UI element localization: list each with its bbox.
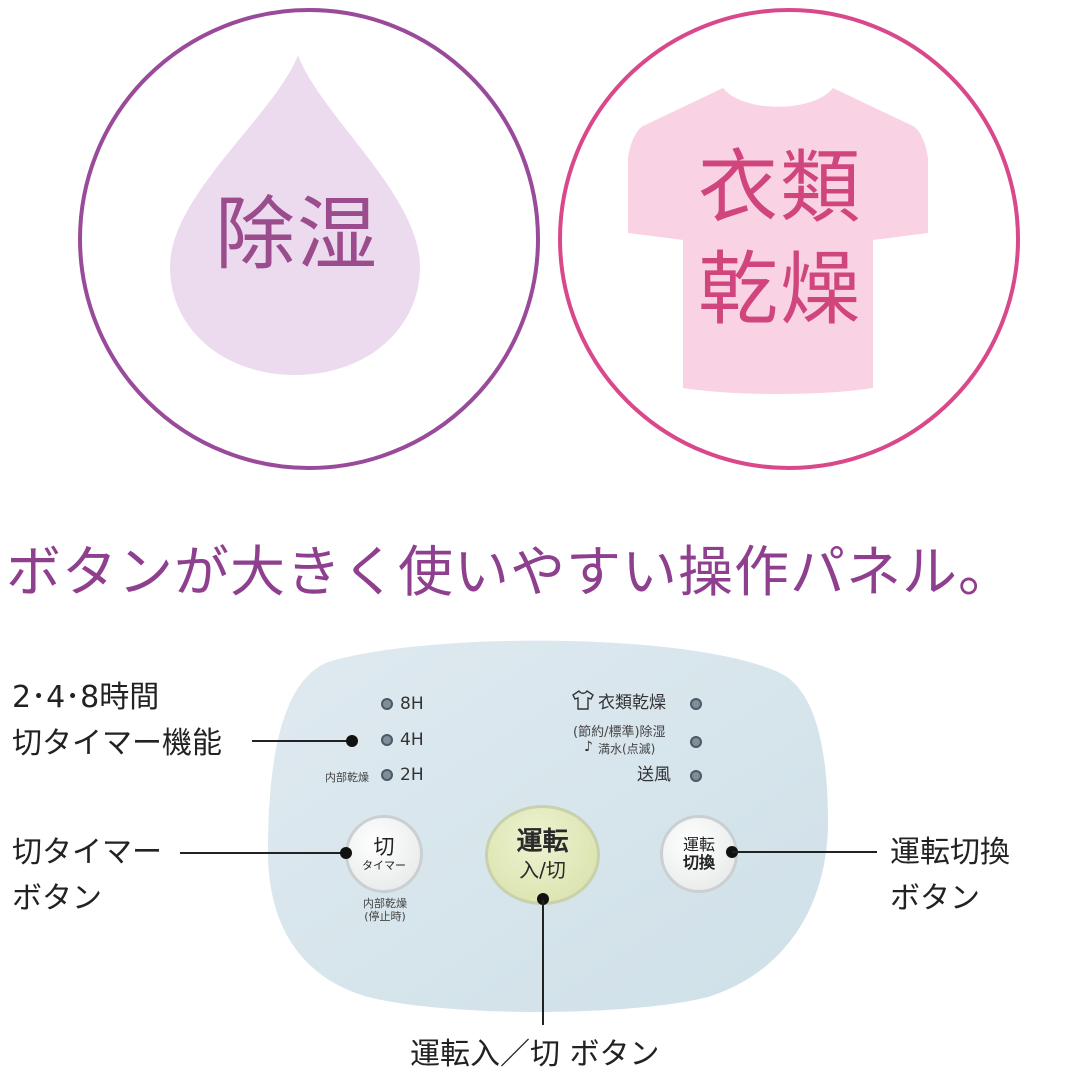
mode-switch-callout: 運転切換 ボタン: [890, 830, 1010, 922]
timer-function-line1: 2･4･8時間: [12, 680, 160, 715]
timer-4h-label: 4H: [400, 730, 424, 750]
off-timer-note-1: 内部乾燥: [363, 897, 407, 910]
power-button-bottom: 入/切: [519, 857, 566, 882]
timer-function-leader-line: [252, 740, 352, 742]
mode-dehumid-led: [690, 736, 702, 748]
off-timer-note-2: (停止時): [364, 910, 406, 924]
mode-switch-line2: ボタン: [890, 881, 980, 916]
shirt-small-icon: [572, 690, 594, 710]
mode-laundry-led: [690, 698, 702, 710]
power-on-off-button[interactable]: 運転 入/切: [485, 805, 600, 905]
off-timer-button-bottom: タイマー: [362, 858, 406, 872]
mode-switch-leader-line: [732, 851, 877, 853]
timer-button-leader-line: [180, 852, 345, 854]
timer-2h-label: 2H: [400, 765, 424, 785]
timer-function-leader-dot: [346, 735, 358, 747]
timer-button-line2: ボタン: [12, 881, 102, 916]
power-button-leader-dot: [537, 893, 549, 905]
mode-switch-button-top: 運転: [682, 834, 715, 854]
timer-button-callout: 切タイマー ボタン: [12, 830, 162, 922]
off-timer-button[interactable]: 切 タイマー: [345, 815, 423, 893]
mode-laundry-label: 衣類乾燥: [598, 693, 666, 713]
timer-function-line2: 切タイマー機能: [12, 726, 222, 761]
power-button-leader-line: [542, 900, 544, 1025]
dehumidify-label: 除湿: [215, 188, 379, 281]
power-button-callout: 運転入／切 ボタン: [410, 1037, 660, 1072]
internal-dry-label: 内部乾燥: [325, 771, 369, 784]
power-button-top: 運転: [516, 827, 569, 858]
timer-8h-led: [381, 698, 393, 710]
off-timer-button-top: 切: [373, 834, 395, 859]
timer-4h-led: [381, 734, 393, 746]
timer-function-callout: 2･4･8時間 切タイマー機能: [12, 675, 222, 767]
mode-tank-full-label: 満水(点滅): [598, 742, 656, 756]
laundry-label-line2: 乾燥: [698, 243, 862, 336]
timer-button-leader-dot: [340, 847, 352, 859]
headline: ボタンが大きく使いやすい操作パネル。: [6, 540, 1015, 604]
timer-2h-led: [381, 769, 393, 781]
timer-8h-label: 8H: [400, 694, 424, 714]
mode-switch-button-bottom: 切換: [682, 853, 715, 872]
off-timer-note: 内部乾燥 (停止時): [359, 897, 411, 923]
mode-fan-led: [690, 770, 702, 782]
tshirt-icon: [628, 88, 928, 394]
mode-dehumid-label: (節約/標準)除湿: [573, 725, 666, 740]
note-icon: ♪: [584, 739, 593, 755]
timer-button-line1: 切タイマー: [12, 835, 162, 870]
water-drop-icon: [170, 55, 420, 375]
laundry-label-line1: 衣類: [698, 141, 862, 234]
mode-switch-line1: 運転切換: [890, 835, 1010, 870]
mode-fan-label: 送風: [637, 765, 671, 785]
